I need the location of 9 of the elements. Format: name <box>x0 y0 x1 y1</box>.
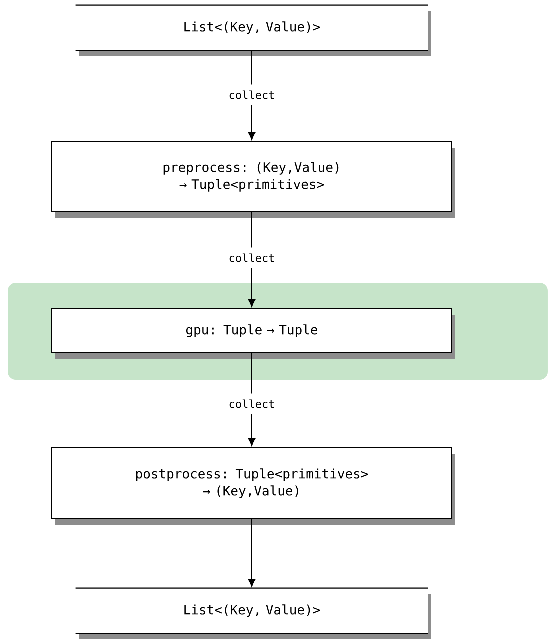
process-box: preprocess: (Key,Value) → Tuple<primitives> <box>52 142 455 218</box>
process-box: gpu: Tuple → Tuple <box>52 308 455 359</box>
process-box: List<(Key, Value)> <box>75 588 431 640</box>
process-box: List<(Key, Value)> <box>75 4 431 56</box>
edge-label: collect <box>226 248 278 268</box>
arrow <box>248 519 256 588</box>
edge-label: collect <box>226 84 278 106</box>
edge-label: collect <box>226 394 278 414</box>
process-box: postprocess: Tuple<primitives> → (Key,Value) <box>52 448 455 525</box>
